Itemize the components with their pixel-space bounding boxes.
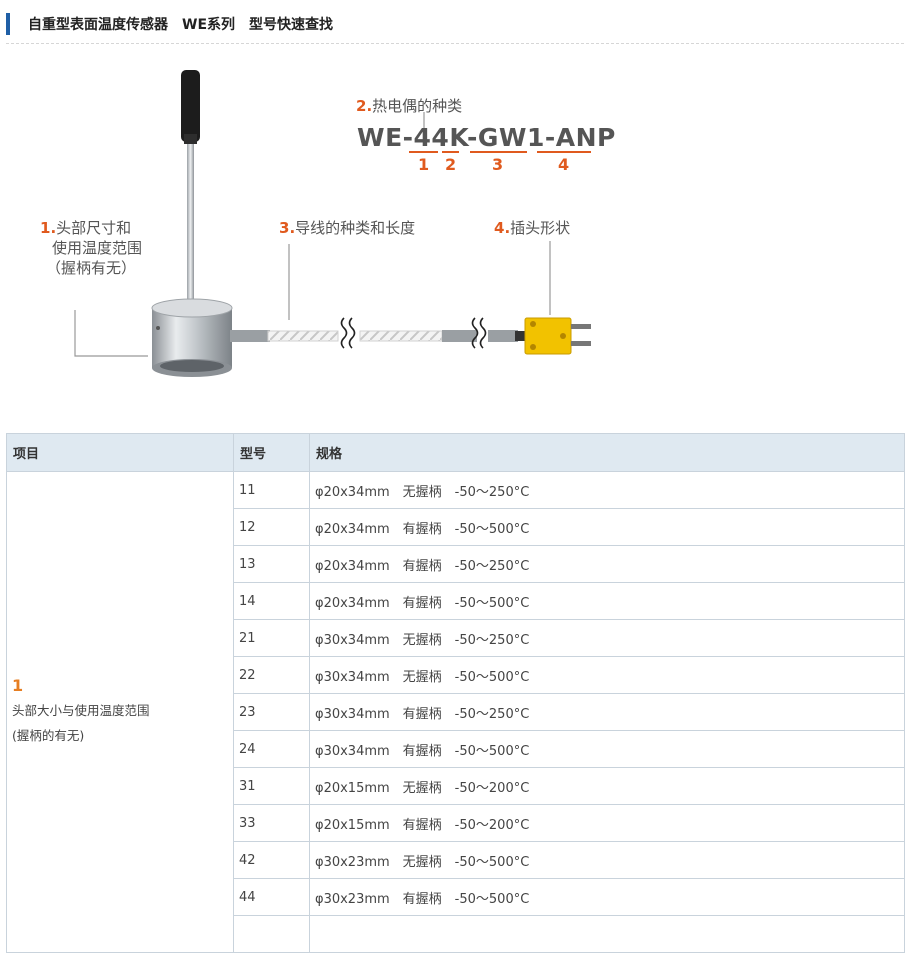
spec-cell: φ20x15mm 无握柄 -50～200°C (309, 767, 905, 805)
page-header: 自重型表面温度传感器 WE系列 型号快速查找 (6, 10, 904, 44)
spec-cell: φ20x34mm 有握柄 -50～500°C (309, 508, 905, 546)
spec-cell: φ30x34mm 无握柄 -50～250°C (309, 619, 905, 657)
title-accent-bar (6, 13, 10, 35)
header-model: 型号 (233, 433, 310, 472)
spec-cell: φ30x34mm 无握柄 -50～500°C (309, 656, 905, 694)
model-cell: 22 (233, 656, 310, 694)
cable-break-mark (340, 317, 487, 349)
spec-cell: φ30x34mm 有握柄 -50～250°C (309, 693, 905, 731)
table-header-row: 项目 型号 规格 (6, 433, 905, 472)
item-cell: 1 头部大小与使用温度范围 (握柄的有无) (6, 471, 234, 953)
model-cell: 14 (233, 582, 310, 620)
model-cell: 24 (233, 730, 310, 768)
spec-cell: φ20x15mm 有握柄 -50～200°C (309, 804, 905, 842)
item-sublabel: (握柄的有无) (12, 728, 85, 743)
handle-rod (181, 70, 200, 300)
svg-text:1: 1 (418, 155, 429, 174)
model-cell: 21 (233, 619, 310, 657)
header-spec: 规格 (309, 433, 905, 472)
segment-numbers: 1 2 3 4 (418, 155, 569, 174)
spec-cell: φ20x34mm 有握柄 -50～250°C (309, 545, 905, 583)
svg-text:使用温度范围: 使用温度范围 (52, 239, 142, 257)
model-cell: 42 (233, 841, 310, 879)
model-cell: 12 (233, 508, 310, 546)
spec-cell: φ30x34mm 有握柄 -50～500°C (309, 730, 905, 768)
svg-text:2: 2 (445, 155, 456, 174)
callout-1: 1.头部尺寸和 使用温度范围 （握柄有无） (40, 219, 142, 277)
svg-text:（握柄有无）: （握柄有无） (46, 259, 136, 277)
svg-text:3: 3 (492, 155, 503, 174)
item-number: 1 (12, 676, 24, 695)
item-label: 头部大小与使用温度范围 (12, 703, 150, 718)
connector-plug (524, 317, 591, 355)
model-cell: 13 (233, 545, 310, 583)
spec-cell: φ20x34mm 有握柄 -50～500°C (309, 582, 905, 620)
page-title: 自重型表面温度传感器 WE系列 型号快速查找 (28, 17, 334, 33)
spec-table: 项目 型号 规格 1 头部大小与使用温度范围 (握柄的有无) 11 φ20x34… (6, 433, 905, 953)
callout-4: 4.插头形状 (494, 219, 570, 237)
sensor-head (151, 298, 233, 377)
model-cell: 23 (233, 693, 310, 731)
callout-2: 2.热电偶的种类 (356, 97, 462, 115)
svg-text:4: 4 (558, 155, 569, 174)
product-diagram: 2.热电偶的种类 WE-44K-GW1-ANP 1 2 3 4 1.头部尺寸和 … (0, 50, 912, 420)
spec-cell: φ30x23mm 有握柄 -50～500°C (309, 878, 905, 916)
header-item: 项目 (6, 433, 234, 472)
svg-text:1.头部尺寸和: 1.头部尺寸和 (40, 219, 131, 237)
model-cell: 44 (233, 878, 310, 916)
model-cell: 31 (233, 767, 310, 805)
table-row: 1 头部大小与使用温度范围 (握柄的有无) 11 φ20x34mm 无握柄 -5… (6, 471, 905, 953)
callout-3: 3.导线的种类和长度 (279, 219, 415, 237)
model-cell (233, 915, 310, 953)
spec-cell: φ30x23mm 无握柄 -50～500°C (309, 841, 905, 879)
model-cell: 11 (233, 471, 310, 509)
spec-cell: φ20x34mm 无握柄 -50～250°C (309, 471, 905, 509)
model-cell: 33 (233, 804, 310, 842)
part-number: WE-44K-GW1-ANP (357, 123, 616, 152)
lead-wire (230, 330, 527, 342)
leader-lines (74, 112, 551, 357)
spec-cell (309, 915, 905, 953)
